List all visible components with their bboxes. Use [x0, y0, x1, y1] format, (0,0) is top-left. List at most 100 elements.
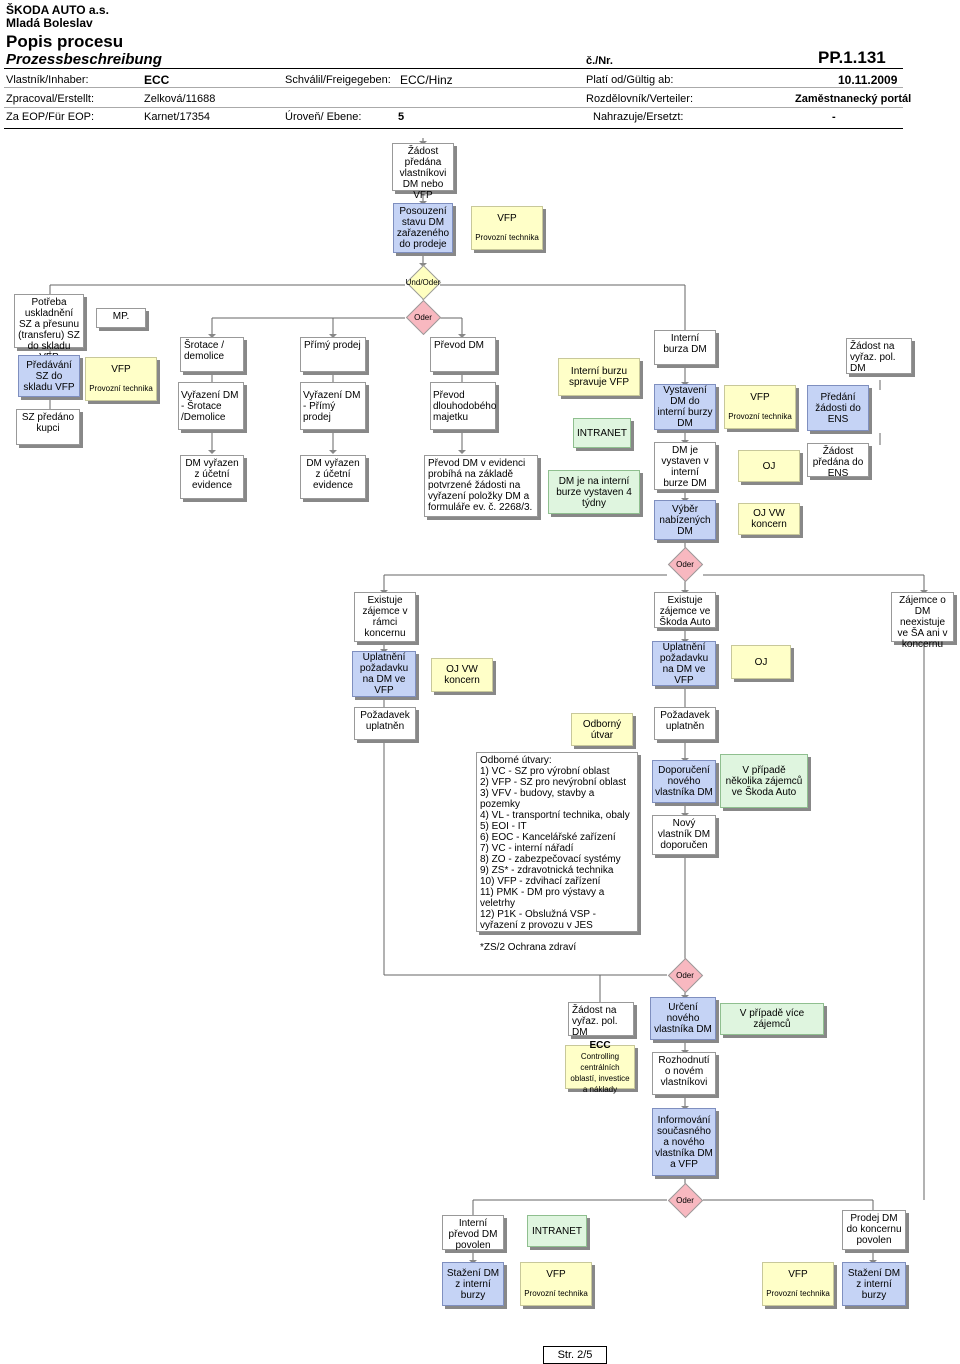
operator-label: Oder	[676, 559, 694, 569]
doc-request-disposal-2: Žádost na vyřaz. pol. DM	[568, 1002, 634, 1038]
operator-oder-3: Oder	[668, 958, 702, 992]
org-oj-vw-2: OJ VW koncern	[431, 658, 493, 692]
system-dm-listed: DM je na interní burze vystaven 4 týdny	[548, 470, 640, 514]
level-value: 5	[398, 111, 405, 123]
valid-value: 10.11.2009	[838, 73, 898, 87]
event-request-applied-2: Požadavek uplatněn	[654, 707, 716, 740]
operator-oder-1: Oder	[406, 300, 440, 334]
valid-label: Platí od/Gültig ab:	[586, 74, 674, 86]
event-exists-skoda: Existuje zájemce ve Škoda Auto	[654, 592, 716, 628]
function-transfer-asset: Převod dlouhodobého majetku	[430, 382, 496, 430]
company-location: Mladá Boleslav	[6, 16, 93, 30]
expert-list-item: 6) EOC - Kancelářské zařízení	[480, 832, 616, 843]
doc-number: PP.1.131	[818, 48, 886, 67]
org-expert-department: Odborný útvar	[571, 713, 633, 746]
header-divider	[4, 68, 903, 69]
system-more-interest: V případě více zájemců	[720, 1003, 824, 1035]
operator-label: Oder	[414, 312, 432, 322]
event-exists-concern: Existuje zájemce v rámci koncernu	[354, 592, 416, 642]
org-vfp-label: VFP	[750, 392, 770, 403]
system-multi-interest: V případě několika zájemců ve Škoda Auto	[720, 754, 808, 808]
org-ecc-sub: Controlling centrálních oblastí, investi…	[570, 1051, 630, 1094]
expert-list-item: 3) VFV - budovy, stavby a pozemky	[480, 788, 595, 810]
event-no-interest: Zájemce o DM neexistuje ve ŠA ani v konc…	[891, 592, 954, 650]
operator-oder-4: Oder	[668, 1183, 702, 1217]
org-vfp-burza: VFP Provozní technika	[724, 385, 796, 429]
operator-label: Oder	[676, 970, 694, 980]
function-assess-dm: Posouzení stavu DM zařazeného do prodeje	[393, 203, 453, 253]
owner-value: ECC	[144, 73, 170, 87]
org-prov-tech-label: Provozní technika	[524, 1289, 588, 1298]
event-concern-sale: Prodej DM do koncernu povolen	[842, 1210, 906, 1250]
expert-list-item: *ZS/2 Ochrana zdraví	[480, 942, 577, 953]
owner-label: Vlastník/Inhaber:	[6, 74, 89, 86]
expert-list-item: 5) EOI - IT	[480, 821, 527, 832]
org-prov-tech-label: Provozní technika	[728, 412, 792, 421]
note-transfer: Převod DM v evidenci probíhá na základě …	[424, 455, 538, 517]
event-direct-sale: Přímý prodej	[300, 337, 366, 372]
expert-list-item	[480, 931, 634, 942]
header-line-2	[4, 107, 903, 108]
function-withdraw-dm: Stažení DM z interní burzy	[442, 1262, 504, 1306]
distribution-value: Zaměstnanecký portál	[795, 93, 912, 105]
org-vfp-left: VFP Provozní technika	[85, 357, 157, 401]
event-internal-transfer: Interní převod DM povolen	[442, 1215, 504, 1251]
page-number: Str. 2/5	[543, 1346, 607, 1364]
event-decide-owner: Rozhodnutí o novém vlastníkovi	[652, 1052, 716, 1095]
function-handover-request: Předání žádosti do ENS	[807, 385, 869, 431]
org-prov-tech-label: Provozní technika	[89, 384, 153, 393]
expert-list-item: 2) VFP - SZ pro nevýrobní oblast	[480, 777, 626, 788]
cnr-label: č./Nr.	[586, 55, 613, 67]
function-withdraw-dm-2: Stažení DM z interní burzy	[842, 1262, 906, 1306]
system-intranet-2: INTRANET	[527, 1215, 587, 1247]
org-vfp-label: VFP	[546, 1269, 566, 1280]
operator-und-oder: Und/Oder	[405, 265, 441, 299]
function-determine-owner: Určení nového vlastníka DM	[650, 997, 716, 1040]
function-display-dm: Vystavení DM do interní burzy DM	[654, 384, 716, 430]
level-label: Úroveň/ Ebene:	[285, 111, 362, 123]
expert-list-item: 1) VC - SZ pro výrobní oblast	[480, 766, 610, 777]
event-mp: MP.	[96, 308, 146, 328]
function-claim-vfp: Uplatnění požadavku na DM ve VFP	[352, 651, 416, 697]
expert-list-item: 10) VFP - zdvihací zařízení	[480, 876, 601, 887]
doc-request-disposal: Žádost na vyřaz. pol. DM	[846, 338, 912, 374]
operator-oder-2: Oder	[668, 547, 702, 581]
org-vfp-label: VFP	[788, 1269, 808, 1280]
org-oj-2: OJ	[731, 645, 791, 679]
function-select-dm: Výběr nabízených DM	[654, 500, 716, 540]
replaces-value: -	[832, 111, 836, 123]
event-dm-displayed: DM je vystaven v interní burze DM	[654, 442, 716, 490]
event-new-owner-recommended: Nový vlastník DM doporučen	[652, 815, 716, 855]
function-claim-vfp-2: Uplatnění požadavku na DM ve VFP	[652, 641, 716, 686]
expert-list-item: 11) PMK - DM pro výstavy a veletrhy	[480, 887, 605, 909]
event-request-ens: Žádost předána do ENS	[807, 443, 869, 479]
event-request-applied: Požadavek uplatněn	[354, 707, 416, 740]
operator-label: Und/Oder	[405, 277, 441, 287]
org-vfp-label: VFP	[497, 213, 517, 224]
processed-value: Zelková/11688	[144, 93, 216, 105]
eop-label: Za EOP/Für EOP:	[6, 111, 95, 123]
org-vfp-bottom-right: VFP Provozní technika	[762, 1262, 834, 1306]
replaces-label: Nahrazuje/Ersetzt:	[593, 111, 684, 123]
org-oj-vw: OJ VW koncern	[738, 503, 800, 535]
event-scrap-removed: DM vyřazen z účetní evidence	[180, 455, 244, 499]
company-name: ŠKODA AUTO a.s.	[6, 3, 109, 17]
system-intranet: INTRANET	[573, 418, 631, 448]
distribution-label: Rozdělovník/Verteiler:	[586, 93, 693, 105]
event-direct-removed: DM vyřazen z účetní evidence	[300, 455, 366, 499]
expert-list-item: Odborné útvary:	[480, 755, 552, 766]
function-scrap-disposal: Vyřazení DM - Šrotace /Demolice	[178, 382, 244, 430]
operator-label: Oder	[676, 1195, 694, 1205]
function-direct-sale-disposal: Vyřazení DM - Přímý prodej	[300, 382, 366, 430]
processed-label: Zpracoval/Erstellt:	[6, 93, 95, 105]
event-internal-burza: Interní burza DM	[654, 330, 716, 365]
org-oj: OJ	[738, 450, 800, 482]
org-vfp-label: VFP	[111, 364, 131, 375]
event-need-storage: Potřeba uskladnění SZ a přesunu (transfe…	[14, 294, 84, 363]
org-vfp-bottom-left: VFP Provozní technika	[520, 1262, 592, 1306]
expert-list: Odborné útvary:1) VC - SZ pro výrobní ob…	[480, 755, 634, 953]
org-prov-tech-label: Provozní technika	[766, 1289, 830, 1298]
header-line-3	[4, 128, 903, 129]
function-recommend-owner: Doporučení nového vlastníka DM	[652, 760, 716, 803]
expert-list-item: 8) ZO - zabezpečovací systémy	[480, 854, 621, 865]
